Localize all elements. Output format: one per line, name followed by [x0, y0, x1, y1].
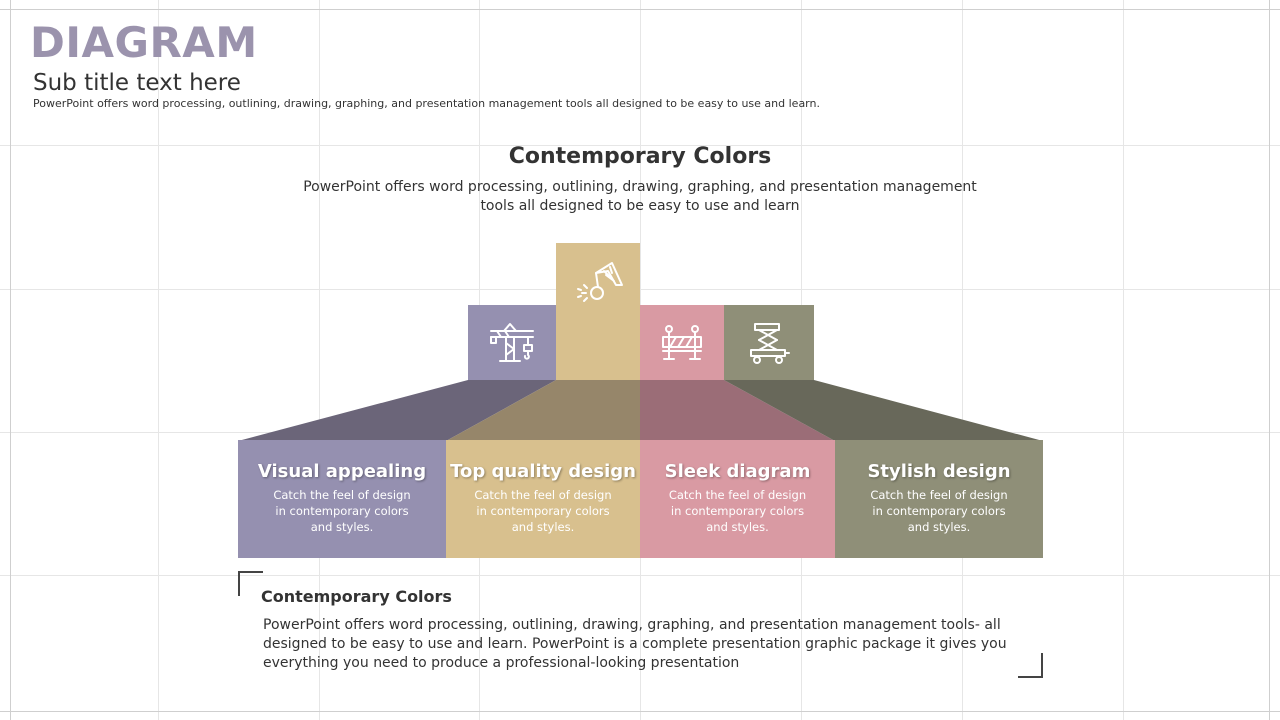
tile-crane — [468, 305, 556, 380]
scissor-lift-icon — [747, 321, 791, 365]
corner-bracket-bottom-right — [1018, 653, 1043, 678]
connector-purple — [238, 380, 556, 441]
section-heading: Contemporary Colors — [508, 144, 772, 169]
crane-icon — [488, 321, 536, 365]
page-title: DIAGRAM — [30, 18, 258, 67]
card-text: Catch the feel of design in contemporary… — [273, 488, 411, 534]
connector-pink — [640, 380, 835, 441]
card-top-quality-design: Top quality design Catch the feel of des… — [446, 440, 640, 558]
card-sleek-diagram: Sleek diagram Catch the feel of design i… — [640, 440, 835, 558]
card-text: Catch the feel of design in contemporary… — [668, 488, 807, 534]
page-subtitle: Sub title text here — [33, 70, 241, 96]
card-title: Sleek diagram — [664, 461, 811, 482]
card-title: Top quality design — [450, 461, 636, 482]
connector-olive — [724, 380, 1043, 441]
card-visual-appealing: Visual appealing Catch the feel of desig… — [238, 440, 446, 558]
corner-bracket-top-left — [238, 571, 263, 596]
card-title: Visual appealing — [257, 461, 427, 482]
card-stylish-design: Stylish design Catch the feel of design … — [835, 440, 1043, 558]
card-text: Catch the feel of design in contemporary… — [474, 488, 612, 534]
tile-wrecking-ball — [556, 243, 640, 380]
tile-road-barrier — [640, 305, 724, 380]
section-description: PowerPoint offers word processing, outli… — [303, 179, 977, 214]
card-text: Catch the feel of design in contemporary… — [870, 488, 1008, 534]
page-description: PowerPoint offers word processing, outli… — [33, 97, 820, 110]
footer-text: PowerPoint offers word processing, outli… — [263, 617, 1007, 671]
footer-title: Contemporary Colors — [261, 587, 452, 606]
wrecking-ball-icon — [570, 259, 626, 305]
road-barrier-icon — [660, 323, 704, 363]
tile-scissor-lift — [724, 305, 814, 380]
connector-tan — [446, 380, 640, 441]
card-title: Stylish design — [867, 461, 1011, 482]
